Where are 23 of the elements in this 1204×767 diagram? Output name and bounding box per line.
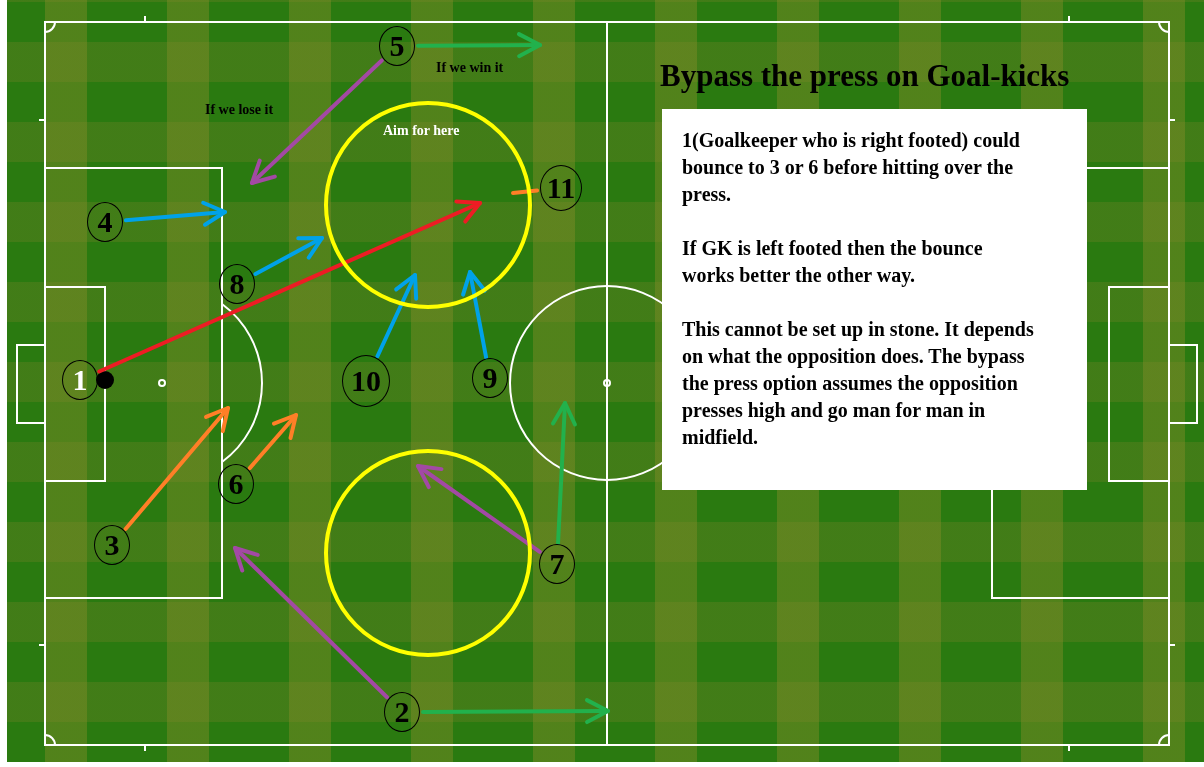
zone-label: Aim for here [383, 123, 460, 139]
arrow [97, 199, 482, 374]
arrow [416, 32, 542, 59]
edge-label: If we win it [436, 60, 504, 76]
arrow [123, 406, 230, 531]
arrow [253, 236, 324, 276]
target-zone [324, 101, 532, 309]
note-paragraph: If GK is left footed then the bounce works better the other way. [682, 236, 984, 289]
arrow [375, 273, 419, 359]
arrow [421, 698, 610, 725]
arrow [461, 270, 489, 360]
target-zone [324, 449, 532, 657]
arrow [233, 546, 389, 700]
note-card [662, 109, 1087, 490]
arrow [250, 58, 384, 185]
arrow [123, 200, 227, 227]
arrow [247, 413, 298, 471]
edge-label: If we lose it [205, 102, 274, 118]
arrow [550, 401, 577, 546]
note-paragraph: 1(Goalkeeper who is right footed) could bounce to 3 or 6 before hitting over the press. [682, 128, 1021, 208]
diagram-title: Bypass the press on Goal-kicks [660, 58, 1070, 94]
arrow [416, 464, 542, 554]
note-paragraph: This cannot be set up in stone. It depends on what the opposition does. The bypass the press option assumes the opposition presses high and go man for man in midfield. [682, 317, 1035, 450]
